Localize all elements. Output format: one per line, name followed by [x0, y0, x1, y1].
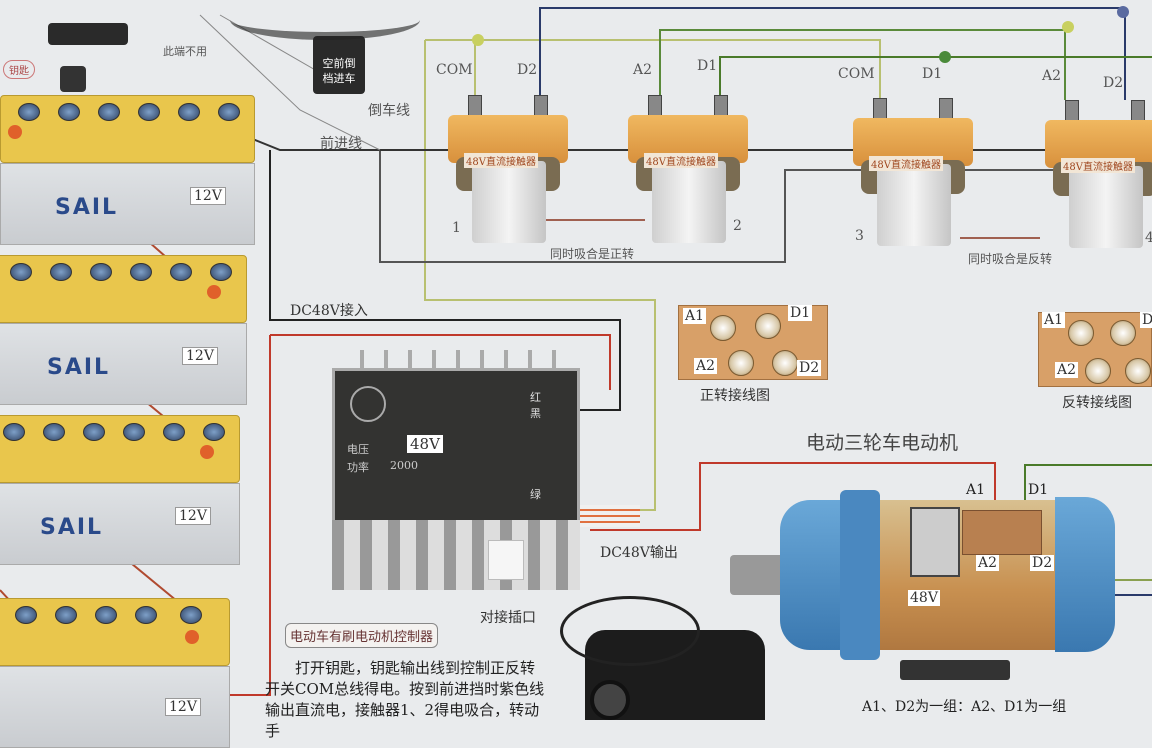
motor-a2: A2 — [976, 555, 1000, 571]
reverse-d1: D — [1140, 312, 1152, 328]
motor-a1: A1 — [966, 482, 986, 498]
terminal-a2-4: A2 — [1042, 68, 1062, 84]
battery-voltage: 12V — [182, 347, 218, 365]
direction-switch: 空前倒 档进车 — [313, 36, 365, 94]
motor-d1: D1 — [1028, 482, 1049, 498]
battery-1: SAIL 12V — [0, 95, 255, 245]
reverse-wire-label: 倒车线 — [368, 103, 410, 119]
terminal-d1-2: D1 — [697, 58, 718, 74]
d1-bus-wire — [719, 56, 1152, 100]
controller-voltage: 48V — [407, 435, 443, 453]
terminal-d2-4: D2 — [1103, 75, 1124, 91]
contactor-1: 48V直流接触器 — [448, 95, 568, 245]
contactor-number-4: 4 — [1145, 230, 1152, 246]
reverse-note: 同时吸合是反转 — [968, 252, 1053, 266]
controller-power: 2000 — [390, 459, 418, 472]
controller-heatsink — [332, 520, 580, 590]
contactor-tag: 48V直流接触器 — [1061, 158, 1135, 173]
battery-voltage: 12V — [190, 187, 226, 205]
reverse-diagram-title: 反转接线图 — [1062, 395, 1132, 411]
motor-title: 电动三轮车电动机 — [806, 432, 959, 454]
contactor-2: 48V直流接触器 — [628, 95, 748, 245]
battery-voltage: 12V — [165, 698, 201, 716]
switch-text-1: 空前倒 — [322, 57, 356, 70]
battery-voltage: 12V — [175, 507, 211, 525]
contactor-3: 48V直流接触器 — [853, 98, 973, 248]
controller-voltage-label: 电压 — [347, 443, 369, 456]
key-circle-label: 钥匙 — [3, 60, 35, 79]
battery-brand: SAIL — [47, 355, 111, 380]
contactor-number-3: 3 — [855, 228, 864, 244]
terminal-d2-1: D2 — [517, 62, 538, 78]
dc-in-label: DC48V接入 — [290, 303, 368, 319]
a2-bus-wire — [659, 29, 1066, 100]
contactor-tag: 48V直流接触器 — [644, 153, 718, 168]
motor — [730, 485, 1130, 680]
contactor-number-2: 2 — [733, 218, 742, 234]
terminal-com-3: COM — [838, 66, 875, 82]
battery-brand: SAIL — [55, 195, 119, 220]
battery-3: SAIL 12V — [0, 415, 240, 565]
battery-4: 12V — [0, 598, 230, 748]
dc-out-label: DC48V输出 — [600, 545, 678, 561]
controller-caption: 电动车有刷电动机控制器 — [285, 623, 439, 648]
description-paragraph: 打开钥匙，钥匙输出线到控制正反转开关COM总线得电。按到前进挡时紫色线输出直流电… — [265, 659, 545, 740]
contactor-tag: 48V直流接触器 — [464, 153, 538, 168]
reverse-a1: A1 — [1042, 312, 1066, 328]
d2-bus-wire — [539, 7, 1126, 100]
unused-end-label: 此端不用 — [163, 45, 207, 58]
switch-text-2: 档进车 — [322, 72, 356, 85]
forward-d2: D2 — [797, 360, 822, 376]
terminal-a2-2: A2 — [633, 62, 653, 78]
connector-label: 对接插口 — [480, 610, 536, 626]
forward-d1: D1 — [788, 305, 813, 321]
output-wire — [590, 462, 996, 531]
terminal-d1-3: D1 — [922, 66, 943, 82]
contactor-tag: 48V直流接触器 — [869, 156, 943, 171]
controller-power-label: 功率 — [347, 461, 369, 474]
motor-group-note: A1、D2为一组：A2、D1为一组 — [862, 699, 1067, 715]
contactor-number-1: 1 — [452, 220, 461, 236]
forward-diagram-title: 正转接线图 — [700, 388, 770, 404]
motor-voltage: 48V — [908, 590, 940, 606]
battery-2: SAIL 12V — [0, 255, 247, 405]
forward-wire-label: 前进线 — [320, 136, 362, 152]
red-power-wire — [270, 334, 611, 390]
controller-tag-1: 红黑 — [530, 391, 541, 420]
battery-brand: SAIL — [40, 515, 104, 540]
forward-note: 同时吸合是正转 — [550, 247, 635, 261]
motor-d2: D2 — [1030, 555, 1055, 571]
com-wire — [425, 39, 881, 100]
contactor-4: 48V直流接触器 — [1045, 100, 1152, 250]
key-switch — [40, 18, 130, 92]
connector-plug — [488, 540, 524, 580]
forward-a1: A1 — [683, 308, 707, 324]
motor-controller: 电压 48V 功率 2000 红黑 绿 — [332, 368, 580, 523]
reverse-a2: A2 — [1055, 362, 1079, 378]
terminal-com-1: COM — [436, 62, 473, 78]
controller-tag-2: 绿 — [530, 488, 541, 501]
forward-a2: A2 — [694, 358, 718, 374]
